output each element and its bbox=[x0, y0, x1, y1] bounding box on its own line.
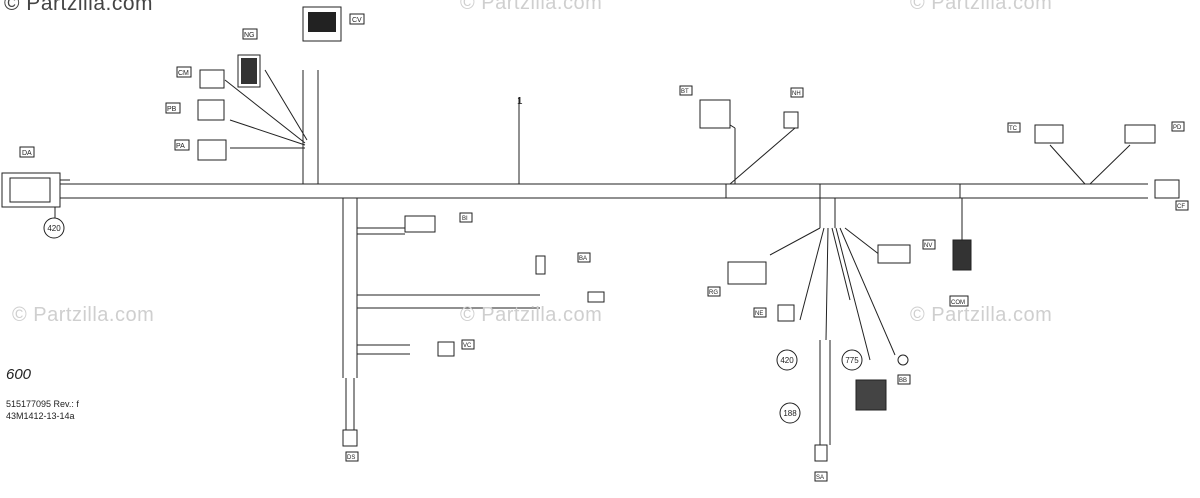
code-BA: BA bbox=[579, 256, 587, 262]
code-COM: COM bbox=[951, 300, 965, 306]
connector-BI: BI bbox=[404, 212, 473, 233]
ref-circle-1-label: 420 bbox=[47, 224, 61, 233]
code-PB: PB bbox=[167, 106, 177, 113]
branch-up-CV bbox=[302, 70, 319, 184]
code-SA: SA bbox=[816, 475, 824, 481]
connector-NG: NG bbox=[237, 28, 261, 88]
connector-BB: BB bbox=[897, 354, 911, 385]
connector-NV: NV bbox=[877, 239, 936, 264]
connector-DS: DS bbox=[342, 429, 359, 462]
branch-to-BA bbox=[357, 294, 540, 309]
main-line-label: 1 bbox=[517, 96, 523, 107]
code-CV: CV bbox=[352, 17, 362, 24]
watermark-top-left: © Partzilla.com bbox=[4, 0, 154, 15]
ref-circle-3-label: 775 bbox=[845, 356, 859, 365]
code-RG: RG bbox=[709, 290, 718, 296]
connector-BT: BT bbox=[679, 85, 731, 129]
connector-NH: NH bbox=[783, 87, 804, 129]
connector-NE: NE bbox=[753, 304, 795, 322]
main-trunk bbox=[60, 183, 1148, 199]
connector-VC: VC bbox=[437, 339, 475, 357]
code-BB: BB bbox=[899, 378, 907, 384]
code-BI: BI bbox=[462, 216, 468, 222]
ref-circle-4-label: 188 bbox=[783, 409, 797, 418]
drawing-code: 43M1412-13-14a bbox=[6, 411, 75, 421]
code-NV: NV bbox=[924, 243, 932, 249]
connector-TC: TC bbox=[1007, 122, 1064, 144]
connector-RE bbox=[855, 379, 887, 411]
ref-circle-4: 188 bbox=[779, 402, 801, 424]
diagram-number: 600 bbox=[6, 366, 32, 383]
connector-CF: CF bbox=[1154, 179, 1189, 211]
connector-PD: PD bbox=[1124, 121, 1185, 144]
code-VC: VC bbox=[463, 343, 472, 349]
connector-PB: PB bbox=[165, 99, 225, 121]
code-PD: PD bbox=[1173, 125, 1182, 131]
connector-COM: COM bbox=[949, 239, 972, 307]
code-CM: CM bbox=[178, 70, 189, 77]
ref-circle-1: 420 bbox=[43, 217, 65, 239]
connector-CV: CV bbox=[302, 6, 365, 42]
code-NG: NG bbox=[244, 32, 255, 39]
code-NE: NE bbox=[755, 311, 763, 317]
watermark: © Partzilla.com bbox=[910, 0, 1053, 14]
connector-PA: PA bbox=[174, 139, 227, 161]
code-BT: BT bbox=[681, 89, 689, 95]
ref-circle-3: 775 bbox=[841, 349, 863, 371]
code-TC: TC bbox=[1009, 126, 1018, 132]
watermark: © Partzilla.com bbox=[910, 304, 1053, 326]
code-DS: DS bbox=[347, 455, 355, 461]
part-number: 515177095 Rev.: f bbox=[6, 399, 79, 409]
code-NH: NH bbox=[792, 91, 801, 97]
watermark: © Partzilla.com bbox=[460, 0, 603, 14]
watermark: © Partzilla.com bbox=[12, 304, 155, 326]
connector-DA: DA bbox=[1, 146, 61, 208]
code-CF: CF bbox=[1177, 204, 1185, 210]
connector-RG: RG bbox=[707, 261, 767, 297]
code-PA: PA bbox=[176, 143, 185, 150]
branch-to-DS bbox=[345, 378, 355, 430]
code-DA: DA bbox=[22, 150, 32, 157]
connector-CM: CM bbox=[176, 66, 225, 89]
ref-circle-2: 420 bbox=[776, 349, 798, 371]
connector-BA: BA bbox=[535, 252, 605, 303]
connector-SA: SA bbox=[814, 444, 828, 482]
watermark: © Partzilla.com bbox=[460, 304, 603, 326]
ref-circle-2-label: 420 bbox=[780, 356, 794, 365]
branch-left-down bbox=[342, 198, 358, 378]
branch-to-VC bbox=[357, 344, 410, 355]
